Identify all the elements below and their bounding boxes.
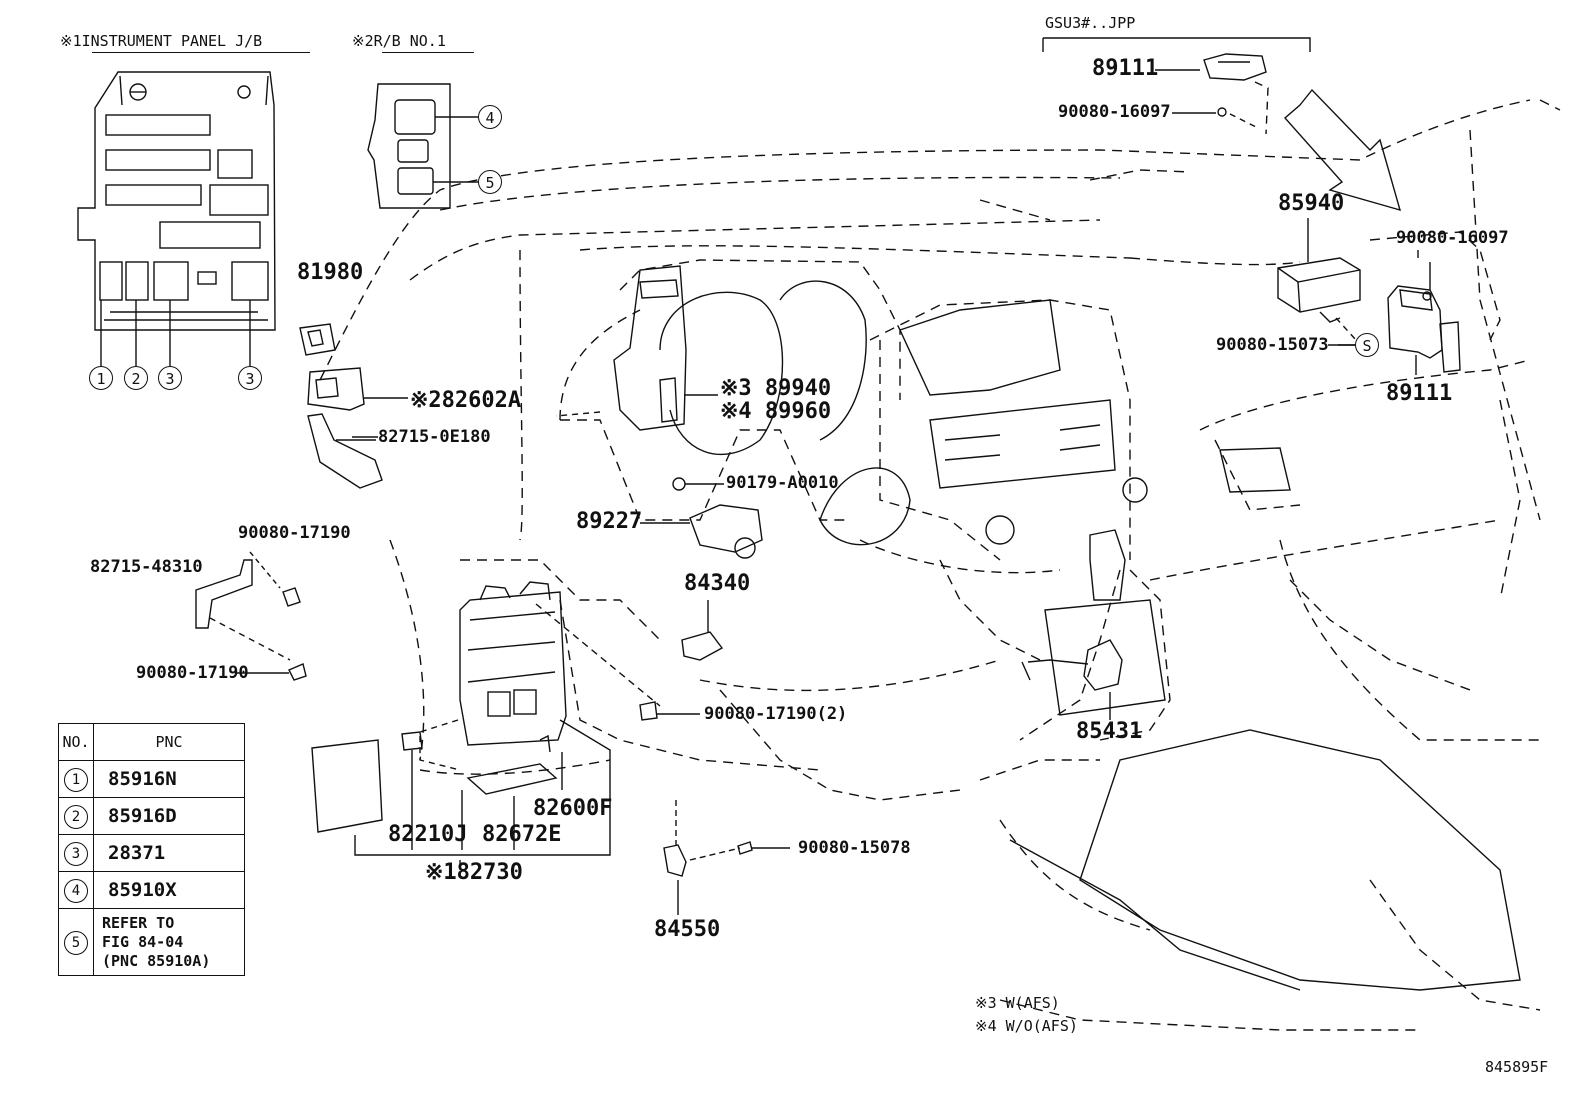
callout-4: 4: [478, 105, 502, 129]
callout-1: 1: [89, 366, 113, 390]
table-row: 3 28371: [58, 834, 245, 872]
callout-3a: 3: [158, 366, 182, 390]
clip-drawings: [209, 551, 700, 721]
jb-assembly-drawing: [311, 581, 661, 870]
callout-s: S: [1355, 333, 1379, 357]
part-82602A: ※282602A: [410, 388, 522, 413]
part-82600F: 82600F: [533, 796, 613, 821]
variant-label: GSU3#..JPP: [1045, 14, 1136, 32]
figure-id: 845895F: [1485, 1058, 1549, 1076]
row-pnc: 85916N: [93, 760, 245, 798]
relay-81980-drawing: [299, 323, 408, 489]
part-89111-right: 89111: [1386, 381, 1453, 406]
row-number: 1: [64, 767, 88, 792]
part-90080-15073: 90080-15073: [1216, 335, 1329, 355]
part-90080-15078: 90080-15078: [798, 838, 911, 858]
part-89940: ※3 89940: [720, 376, 832, 401]
table-header-row: NO. PNC: [58, 723, 245, 761]
table-row: 2 85916D: [58, 797, 245, 835]
dashboard-outline: [319, 99, 1561, 1031]
row-number: 2: [64, 804, 88, 829]
part-84550: 84550: [654, 917, 721, 942]
row-pnc: 85910X: [93, 871, 245, 909]
instrument-panel-jb-title: ※1INSTRUMENT PANEL J/B: [60, 32, 263, 50]
row-pnc: REFER TO FIG 84-04 (PNC 85910A): [93, 908, 245, 976]
part-89111-top: 89111: [1092, 56, 1159, 81]
bracket-82715-48310-drawing: [195, 559, 253, 629]
part-85940: 85940: [1278, 191, 1345, 216]
part-90080-16097-top: 90080-16097: [1058, 102, 1171, 122]
row-number: 3: [64, 841, 88, 866]
console-outline: [659, 280, 1521, 991]
leader-lines: [352, 250, 1419, 438]
table-row: 4 85910X: [58, 871, 245, 909]
title-underline-1: [92, 52, 310, 53]
part-82715-0E180: 82715-0E180: [378, 427, 491, 447]
row-number: 4: [64, 878, 88, 903]
combination-meter-drawing: [555, 265, 724, 491]
row-number: 5: [64, 930, 88, 955]
shifter-85431-drawing: [1021, 639, 1123, 720]
header-no: NO.: [58, 723, 94, 761]
part-82210J: 82210J: [388, 822, 468, 847]
legend-note-3: ※3 W(AFS): [975, 994, 1060, 1012]
part-90080-17190-a: 90080-17190: [238, 523, 351, 543]
row-pnc: 28371: [93, 834, 245, 872]
module-85940-drawing: [1277, 218, 1361, 346]
callout-3b: 3: [238, 366, 262, 390]
switch-84340-drawing: [681, 600, 724, 661]
part-90179-A0010: 90179-A0010: [726, 473, 839, 493]
direction-arrow: [1284, 88, 1402, 212]
part-85431: 85431: [1076, 719, 1143, 744]
part-90080-16097-right: 90080-16097: [1396, 228, 1509, 248]
sensor-89227-drawing: [640, 504, 763, 559]
part-84340: 84340: [684, 571, 751, 596]
callout-5: 5: [478, 170, 502, 194]
sensor-84550-drawing: [663, 800, 790, 915]
pnc-table: NO. PNC 1 85916N 2 85916D 3 28371 4 8591…: [58, 723, 245, 976]
part-89960: ※4 89960: [720, 399, 832, 424]
header-pnc: PNC: [93, 723, 245, 761]
part-90080-17190-2: 90080-17190(2): [704, 704, 848, 724]
sensor-89111-top-drawing: [1042, 37, 1311, 135]
row-pnc: 85916D: [93, 797, 245, 835]
relay-block-drawing: [367, 83, 478, 209]
table-row: 5 REFER TO FIG 84-04 (PNC 85910A): [58, 908, 245, 976]
part-82730: ※182730: [425, 860, 523, 885]
part-89227: 89227: [576, 509, 643, 534]
title-underline-2: [382, 52, 474, 53]
relay-block-title: ※2R/B NO.1: [352, 32, 446, 50]
table-row: 1 85916N: [58, 760, 245, 798]
part-81980: 81980: [297, 260, 364, 285]
part-90080-17190-b: 90080-17190: [136, 663, 249, 683]
instrument-panel-jb-drawing: [77, 71, 276, 366]
callout-2: 2: [124, 366, 148, 390]
sensor-89111-right-drawing: [1387, 262, 1461, 375]
legend-note-4: ※4 W/O(AFS): [975, 1017, 1078, 1035]
part-82715-48310: 82715-48310: [90, 557, 203, 577]
part-82672E: 82672E: [482, 822, 562, 847]
